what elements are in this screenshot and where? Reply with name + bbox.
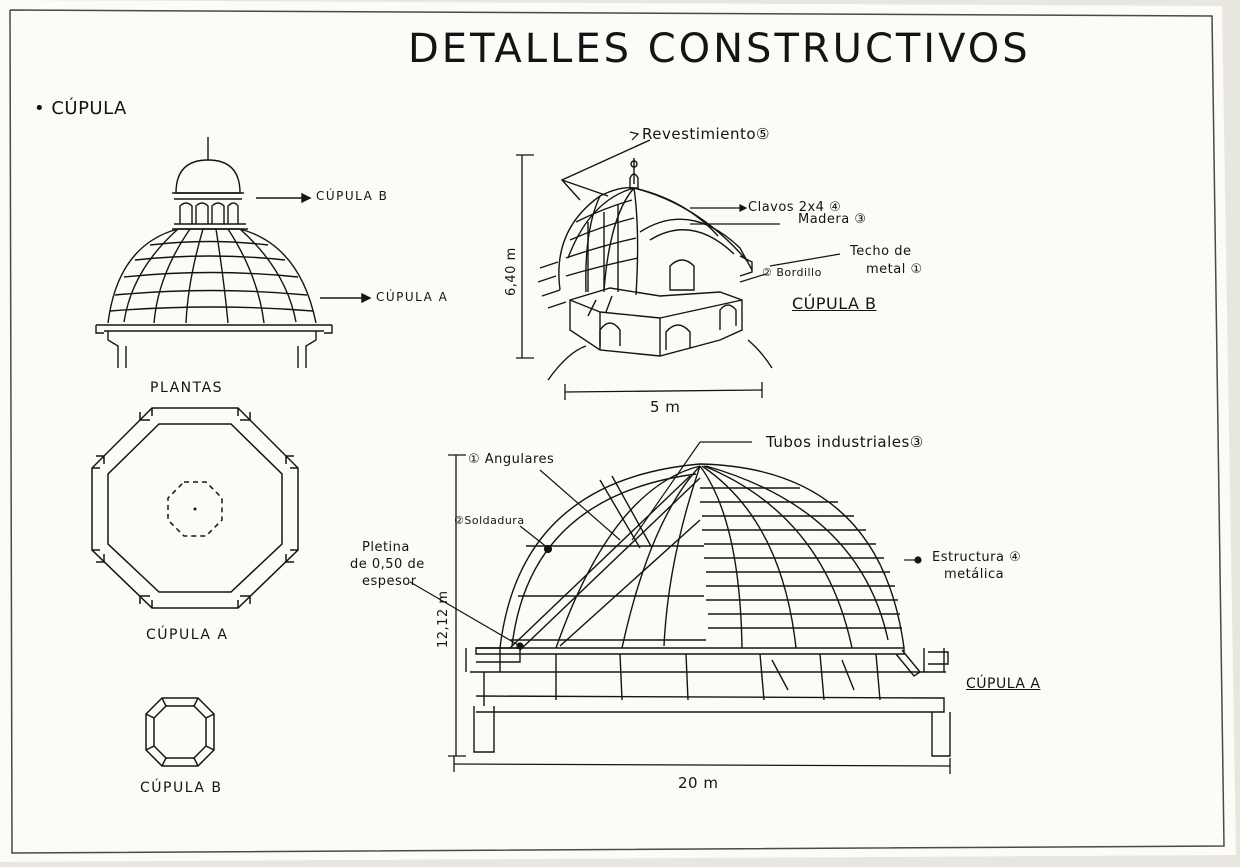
label-bordillo: ② Bordillo [762, 266, 822, 279]
dimension-height-b: 6,40 m [504, 247, 519, 296]
label-estructura-line1: Estructura ④ [932, 550, 1022, 565]
callout-cupula-a: CÚPULA A [376, 290, 449, 304]
label-cupula-a-name: CÚPULA A [966, 676, 1041, 692]
dimension-width-b: 5 m [650, 398, 681, 416]
label-pletina-line3: espesor [362, 574, 417, 589]
label-revestimiento: Revestimiento⑤ [642, 125, 770, 143]
plan-center-point [193, 507, 197, 511]
plan-caption-b: CÚPULA B [140, 780, 223, 796]
label-cupula-b-name: CÚPULA B [792, 294, 877, 313]
detail-cupula-a [465, 463, 951, 757]
plan-caption-a: CÚPULA A [146, 627, 229, 643]
label-tubos: Tubos industriales③ [766, 433, 924, 451]
dimension-height-a: 12,12 m [436, 590, 451, 648]
label-pletina-line2: de 0,50 de [350, 557, 425, 572]
plan-cupula-b [145, 697, 215, 767]
plan-cupula-a [91, 407, 299, 609]
callout-cupula-b: CÚPULA B [316, 189, 389, 203]
callout-arrows-left [256, 192, 372, 304]
label-clavos: Clavos 2x4 ④ [748, 200, 842, 215]
label-angulares: ① Angulares [468, 452, 555, 467]
label-techo-line1: Techo de [850, 244, 912, 259]
dimension-width-a: 20 m [678, 774, 719, 792]
detail-cupula-b [537, 139, 773, 381]
label-madera: Madera ③ [798, 212, 867, 227]
callout-arrows-a [409, 441, 922, 650]
elevation-left [95, 137, 333, 368]
frame-border [9, 9, 1225, 854]
label-pletina-line1: Pletina [362, 540, 410, 555]
dimension-cupula-a [448, 454, 951, 774]
label-techo-line2: metal ① [866, 262, 923, 277]
section-heading: • CÚPULA [34, 98, 127, 119]
label-soldadura: ②Soldadura [454, 514, 525, 527]
dimension-cupula-b [516, 154, 763, 400]
plans-heading: PLANTAS [150, 380, 224, 396]
callout-arrows-b [629, 131, 841, 283]
page-title: DETALLES CONSTRUCTIVOS [408, 26, 1031, 72]
label-estructura-line2: metálica [944, 567, 1005, 582]
